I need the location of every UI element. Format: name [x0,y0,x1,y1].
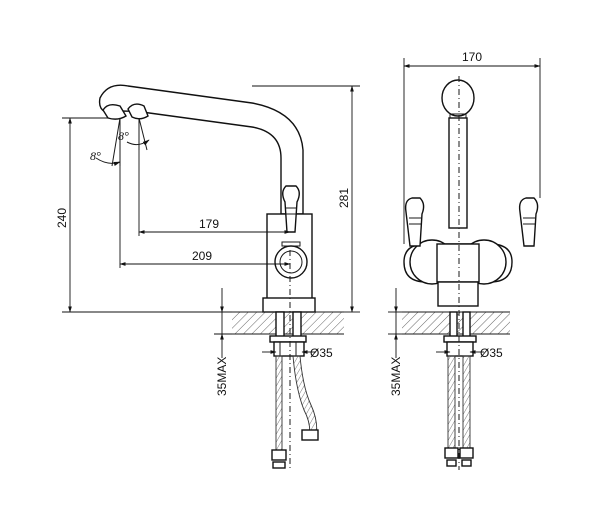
angle-upper-label: 8° [118,129,129,143]
side-faucet-body [98,84,328,357]
front-hoses [444,355,474,467]
dim-counter-max-side-label: 35MAX [215,357,229,396]
dim-reach-short-label: 179 [199,217,219,231]
dim-reach-long-label: 209 [192,249,212,263]
dim-pipe-diameter-front: Ø35 [436,346,503,360]
dim-pipe-diameter-side: Ø35 [262,346,333,360]
dim-pipe-diameter-front-label: Ø35 [480,346,503,360]
front-faucet-body [403,79,539,357]
dim-reach-long: 209 [119,166,291,268]
dim-width-label: 170 [462,50,482,64]
dim-counter-max-front-label: 35MAX [389,357,403,396]
side-countertop [232,311,344,335]
side-view: 8° 8° 179 209 240 281 [55,84,360,470]
dim-counter-max-side: 35MAX [214,288,232,396]
dim-height-total-label: 281 [337,188,351,208]
dim-height-spout-label: 240 [55,208,69,228]
side-angle-marks: 8° 8° [90,117,150,167]
dim-height-total: 281 [252,85,360,313]
dim-reach-short: 179 [138,150,291,236]
dim-counter-max-front: 35MAX [388,288,403,396]
angle-lower-label: 8° [90,149,101,163]
dim-pipe-diameter-side-label: Ø35 [310,346,333,360]
dim-height-spout: 240 [55,117,230,313]
dim-width: 170 [403,50,541,244]
side-hoses [271,355,319,469]
front-view: 170 35MAX Ø35 [388,50,541,470]
